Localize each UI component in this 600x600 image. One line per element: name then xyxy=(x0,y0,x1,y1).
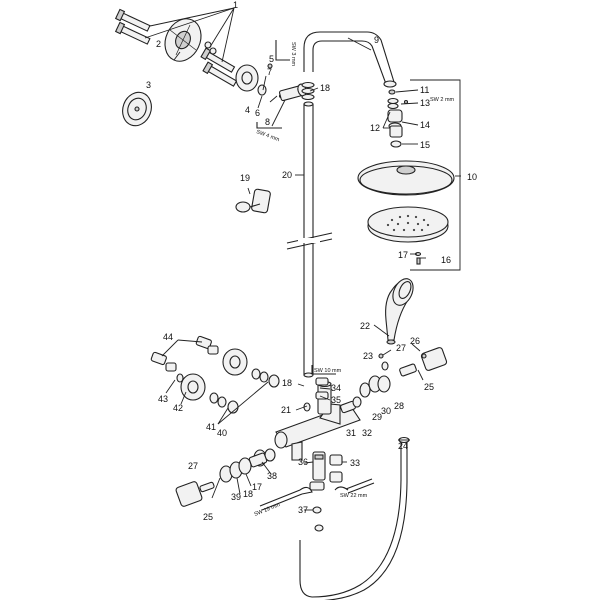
thermostat-body-part-31 xyxy=(274,380,361,461)
connection-parts-41-44 xyxy=(150,335,280,414)
sw-4mm-label: SW 4 mm xyxy=(255,129,280,143)
callout-42: 42 xyxy=(173,403,183,413)
callout-18-top: 18 xyxy=(320,83,330,93)
sw-10mm-label: SW 10 mm xyxy=(314,368,342,374)
tool-wrench-sw19 xyxy=(259,486,313,511)
callout-4: 4 xyxy=(245,105,250,115)
callout-35: 35 xyxy=(331,395,341,405)
callout-18-low: 18 xyxy=(243,489,253,499)
diverter-parts-34-35 xyxy=(303,377,362,414)
hand-shower-part-22 xyxy=(385,278,414,345)
callout-21: 21 xyxy=(281,405,291,415)
sw-2mm-label: SW 2 mm xyxy=(430,97,455,103)
callout-15: 15 xyxy=(420,140,430,150)
shower-riser-pipe-part-9 xyxy=(303,31,397,88)
o-rings-part-18-top xyxy=(301,81,315,101)
callout-40: 40 xyxy=(217,428,227,438)
callout-27-left: 27 xyxy=(188,461,198,471)
sw-19mm-label: SW 19 mm xyxy=(254,502,282,518)
callout-36: 36 xyxy=(298,457,308,467)
callout-29: 29 xyxy=(372,412,382,422)
riser-rail-part-20 xyxy=(286,101,333,378)
callout-3: 3 xyxy=(146,80,151,90)
leader-lines xyxy=(144,7,461,511)
callout-38: 38 xyxy=(267,471,277,481)
screws-parts-16-17 xyxy=(414,251,422,265)
callout-18-mid: 18 xyxy=(282,378,292,388)
callout-1: 1 xyxy=(233,0,238,10)
callout-34: 34 xyxy=(331,383,341,393)
callout-33: 33 xyxy=(350,458,360,468)
callout-20: 20 xyxy=(282,170,292,180)
callout-23: 23 xyxy=(363,351,373,361)
callout-labels: 1 2 3 4 5 6 7 8 9 10 11 12 13 14 15 16 1… xyxy=(146,0,477,522)
shower-arm-fittings-parts-11-15 xyxy=(387,89,409,148)
callout-31: 31 xyxy=(346,428,356,438)
tool-hex-key-sw3 xyxy=(275,40,290,61)
callout-7: 7 xyxy=(267,67,272,77)
wall-screws-part-1 xyxy=(114,8,238,87)
callout-12: 12 xyxy=(370,123,380,133)
callout-17-low: 17 xyxy=(252,482,262,492)
rosette-part-3 xyxy=(122,91,152,127)
callout-39: 39 xyxy=(231,492,241,502)
tool-wrench-sw10 xyxy=(311,365,336,375)
callout-32: 32 xyxy=(362,428,372,438)
callout-26: 26 xyxy=(410,336,420,346)
tool-hex-key-sw4 xyxy=(256,122,282,129)
callout-11: 11 xyxy=(420,85,429,95)
callout-24: 24 xyxy=(398,441,408,451)
callout-41: 41 xyxy=(206,422,216,432)
callout-16: 16 xyxy=(441,255,451,265)
callout-27-right: 27 xyxy=(396,343,406,353)
tool-wrench-sw22 xyxy=(334,478,375,494)
callout-30: 30 xyxy=(381,406,391,416)
overhead-shower-part-10 xyxy=(357,160,455,196)
callout-22: 22 xyxy=(360,321,370,331)
cover-disc-parts-4-6 xyxy=(235,64,267,96)
callout-25-right: 25 xyxy=(424,382,434,392)
callout-44: 44 xyxy=(163,332,173,342)
callout-43: 43 xyxy=(158,394,168,404)
callout-9: 9 xyxy=(374,35,379,45)
callout-6: 6 xyxy=(255,108,260,118)
callout-5: 5 xyxy=(269,54,274,64)
sw-22mm-label: SW 22 mm xyxy=(340,493,368,499)
callout-2: 2 xyxy=(156,39,161,49)
spray-disc xyxy=(367,206,449,243)
callout-17-top: 17 xyxy=(398,250,408,260)
slider-part-19 xyxy=(235,188,271,214)
callout-37: 37 xyxy=(298,505,308,515)
callout-10: 10 xyxy=(467,172,477,182)
callout-25-left: 25 xyxy=(203,512,213,522)
callout-14: 14 xyxy=(420,120,430,130)
callout-28: 28 xyxy=(394,401,404,411)
callout-19: 19 xyxy=(240,173,250,183)
sw-3mm-label: SW 3 mm xyxy=(290,42,296,67)
left-handle-parts-17-27-39-25 xyxy=(175,452,268,507)
callout-13: 13 xyxy=(420,98,430,108)
wall-bracket-part-2 xyxy=(164,18,202,62)
right-thermostat-parts-23-30 xyxy=(359,347,448,398)
callout-8: 8 xyxy=(265,117,270,127)
